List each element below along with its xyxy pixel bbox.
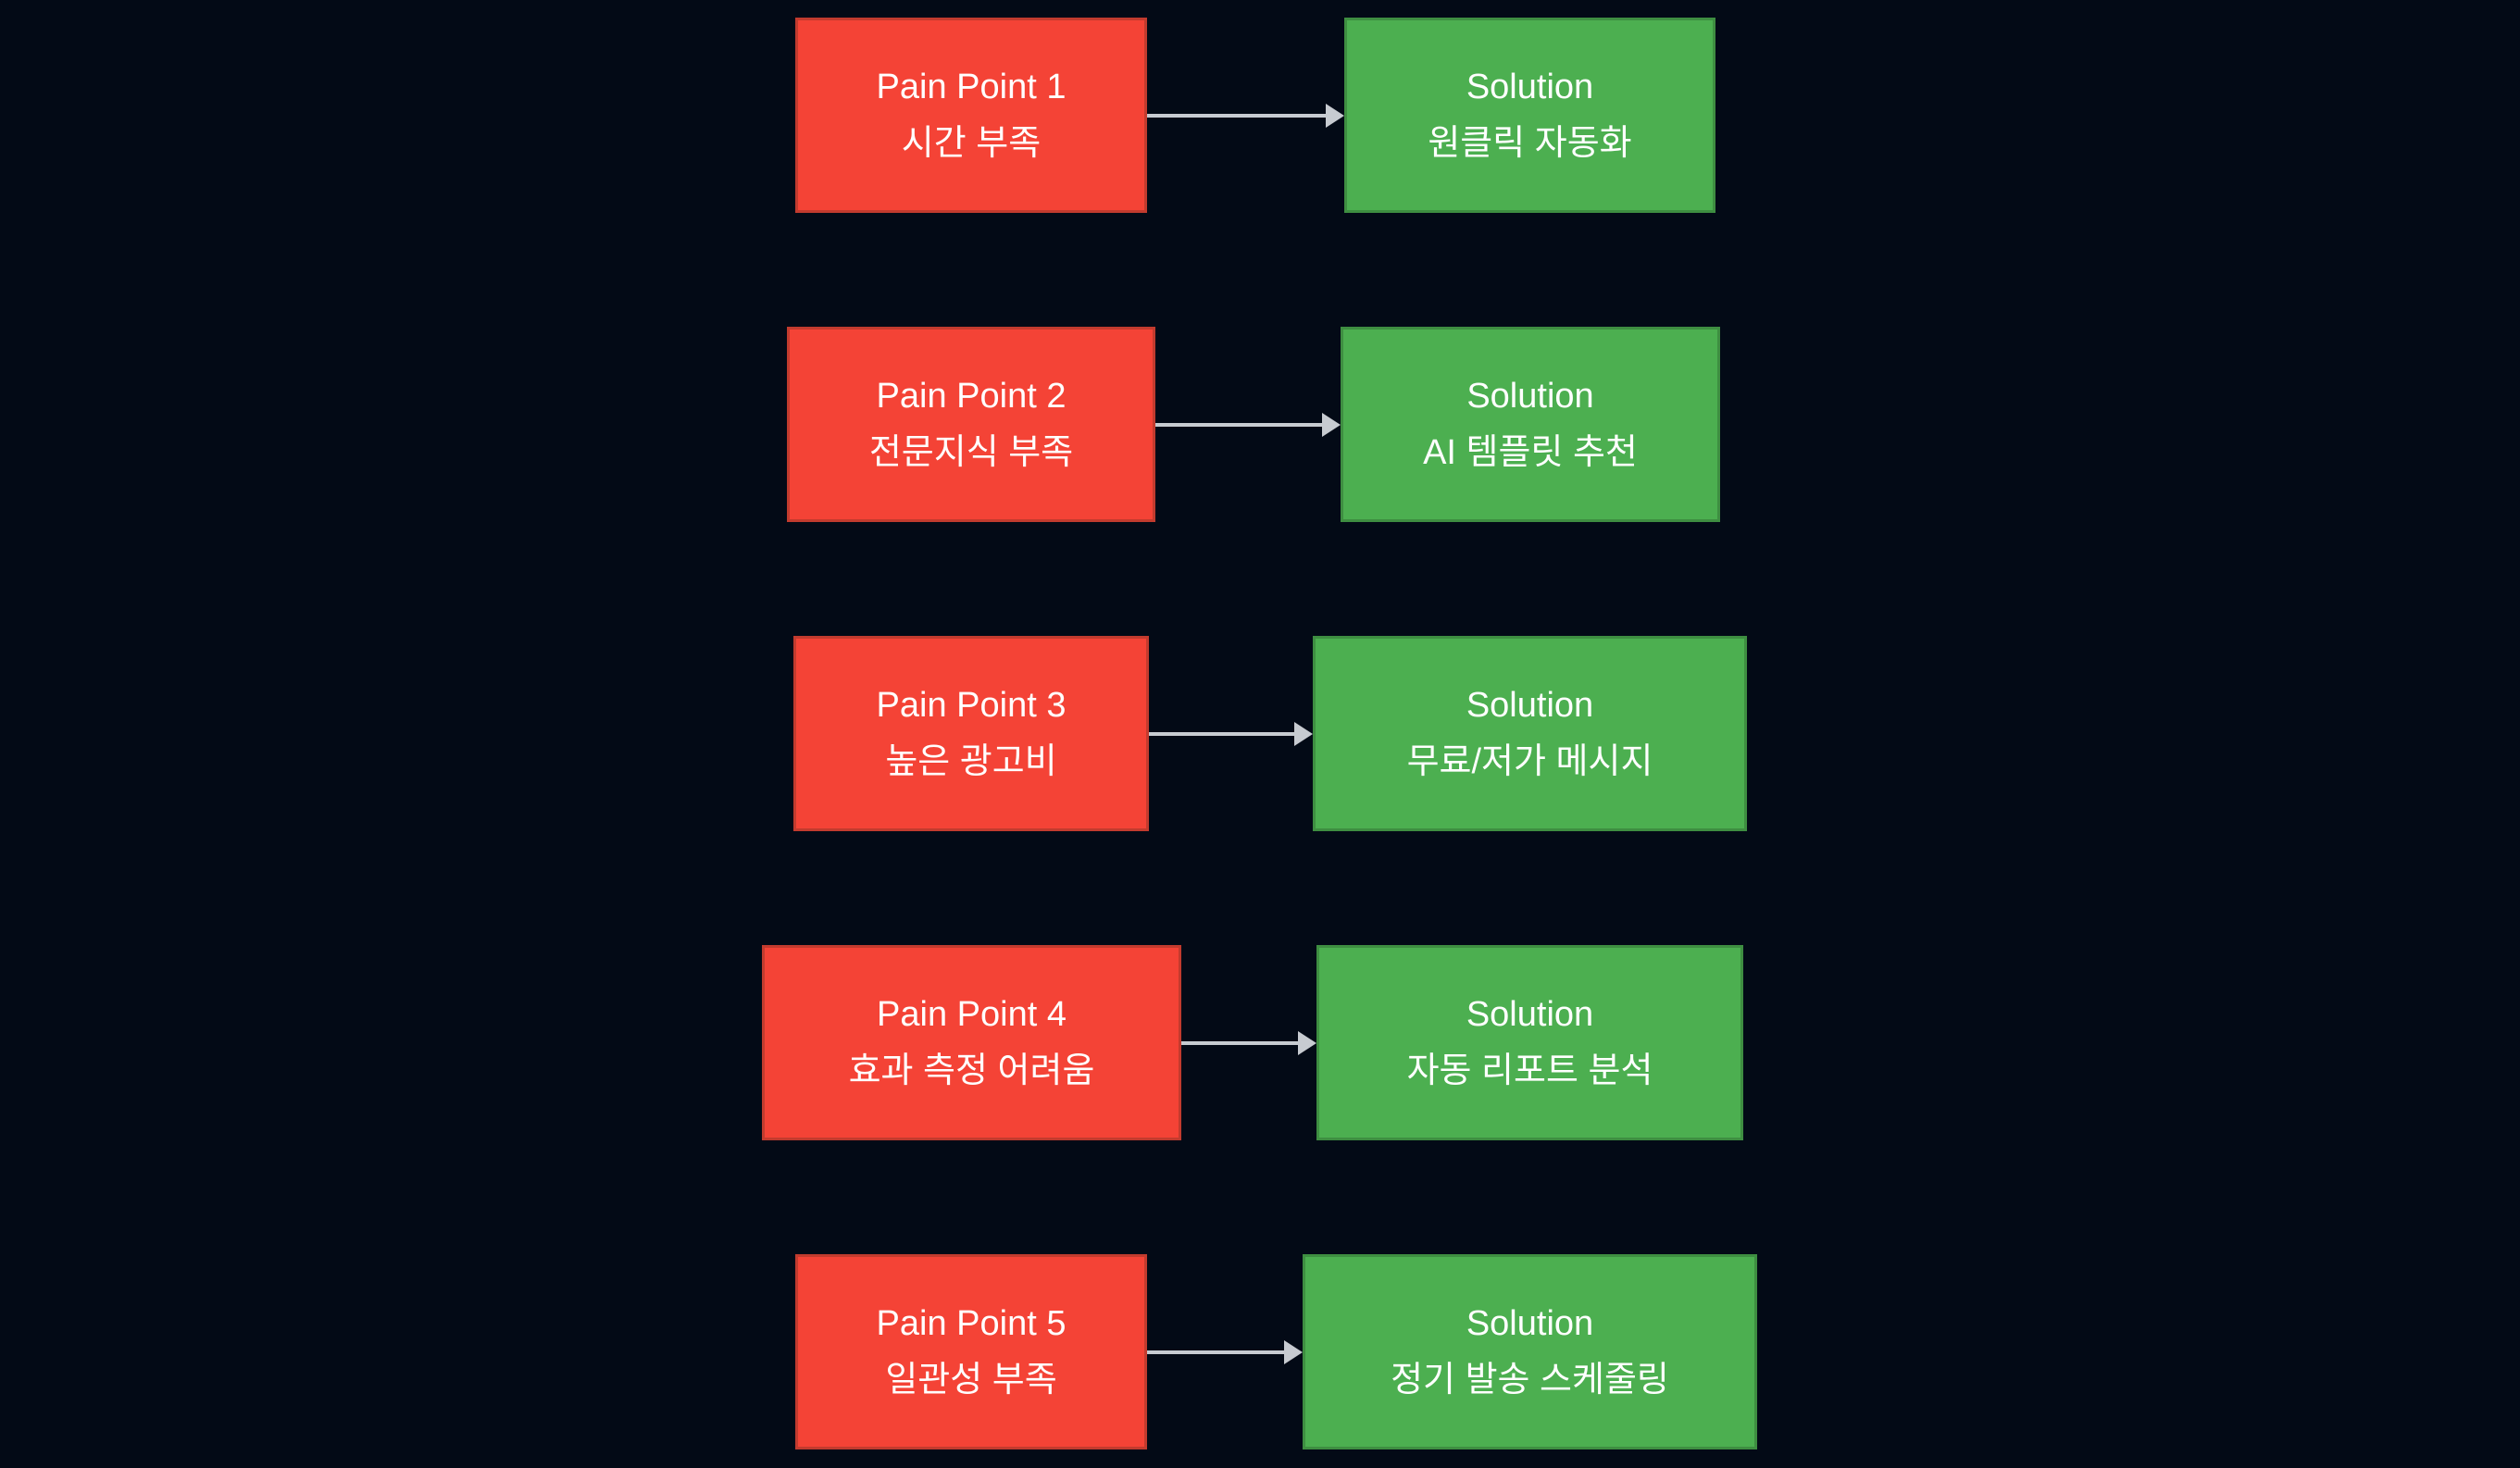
solution-box: Solution 자동 리포트 분석 [1316,945,1743,1140]
pain-point-label: 시간 부족 [901,123,1042,163]
solution-label: AI 템플릿 추천 [1423,432,1638,472]
solution-title: Solution [1466,685,1594,725]
solution-box: Solution 원클릭 자동화 [1344,18,1715,213]
pain-point-title: Pain Point 3 [876,685,1067,725]
arrow-icon [1155,327,1341,522]
arrow-head-icon [1322,412,1341,437]
solution-title: Solution [1466,376,1594,416]
solution-box: Solution 무료/저가 메시지 [1313,636,1747,831]
pain-solution-row-1: Pain Point 1 시간 부족 Solution 원클릭 자동화 [0,18,2520,213]
pain-solution-row-2: Pain Point 2 전문지식 부족 Solution AI 템플릿 추천 [0,327,2520,522]
pain-point-box: Pain Point 1 시간 부족 [795,18,1147,213]
arrow-icon [1147,18,1344,213]
arrow-head-icon [1294,721,1313,746]
pain-solution-row-4: Pain Point 4 효과 측정 어려움 Solution 자동 리포트 분… [0,945,2520,1140]
pain-point-box: Pain Point 2 전문지식 부족 [787,327,1155,522]
pain-point-title: Pain Point 2 [876,376,1067,416]
arrow-shaft [1147,1350,1284,1354]
solution-title: Solution [1466,67,1594,106]
pain-point-box: Pain Point 5 일관성 부족 [795,1254,1147,1449]
pain-point-title: Pain Point 5 [876,1303,1067,1343]
solution-label: 자동 리포트 분석 [1406,1051,1653,1090]
pain-point-label: 일관성 부족 [885,1360,1057,1400]
solution-title: Solution [1466,994,1594,1034]
pain-solution-row-3: Pain Point 3 높은 광고비 Solution 무료/저가 메시지 [0,636,2520,831]
pain-point-label: 효과 측정 어려움 [848,1051,1095,1090]
arrow-icon [1147,1254,1303,1449]
arrow-shaft [1149,731,1294,736]
pain-point-box: Pain Point 4 효과 측정 어려움 [762,945,1181,1140]
pain-solution-row-5: Pain Point 5 일관성 부족 Solution 정기 발송 스케줄링 [0,1254,2520,1449]
solution-box: Solution 정기 발송 스케줄링 [1303,1254,1757,1449]
solution-title: Solution [1466,1303,1594,1343]
solution-box: Solution AI 템플릿 추천 [1341,327,1720,522]
pain-point-label: 전문지식 부족 [868,432,1074,472]
arrow-head-icon [1326,103,1344,128]
arrow-shaft [1181,1040,1298,1045]
arrow-shaft [1155,422,1322,427]
pain-point-label: 높은 광고비 [885,741,1057,781]
solution-label: 원클릭 자동화 [1428,123,1632,163]
pain-point-box: Pain Point 3 높은 광고비 [793,636,1149,831]
arrow-head-icon [1298,1030,1316,1055]
pain-point-title: Pain Point 4 [877,994,1067,1034]
arrow-shaft [1147,113,1326,118]
arrow-head-icon [1284,1339,1303,1364]
arrow-icon [1181,945,1316,1140]
solution-label: 정기 발송 스케줄링 [1391,1360,1669,1400]
arrow-icon [1149,636,1313,831]
solution-label: 무료/저가 메시지 [1406,741,1653,781]
pain-point-title: Pain Point 1 [876,67,1067,106]
